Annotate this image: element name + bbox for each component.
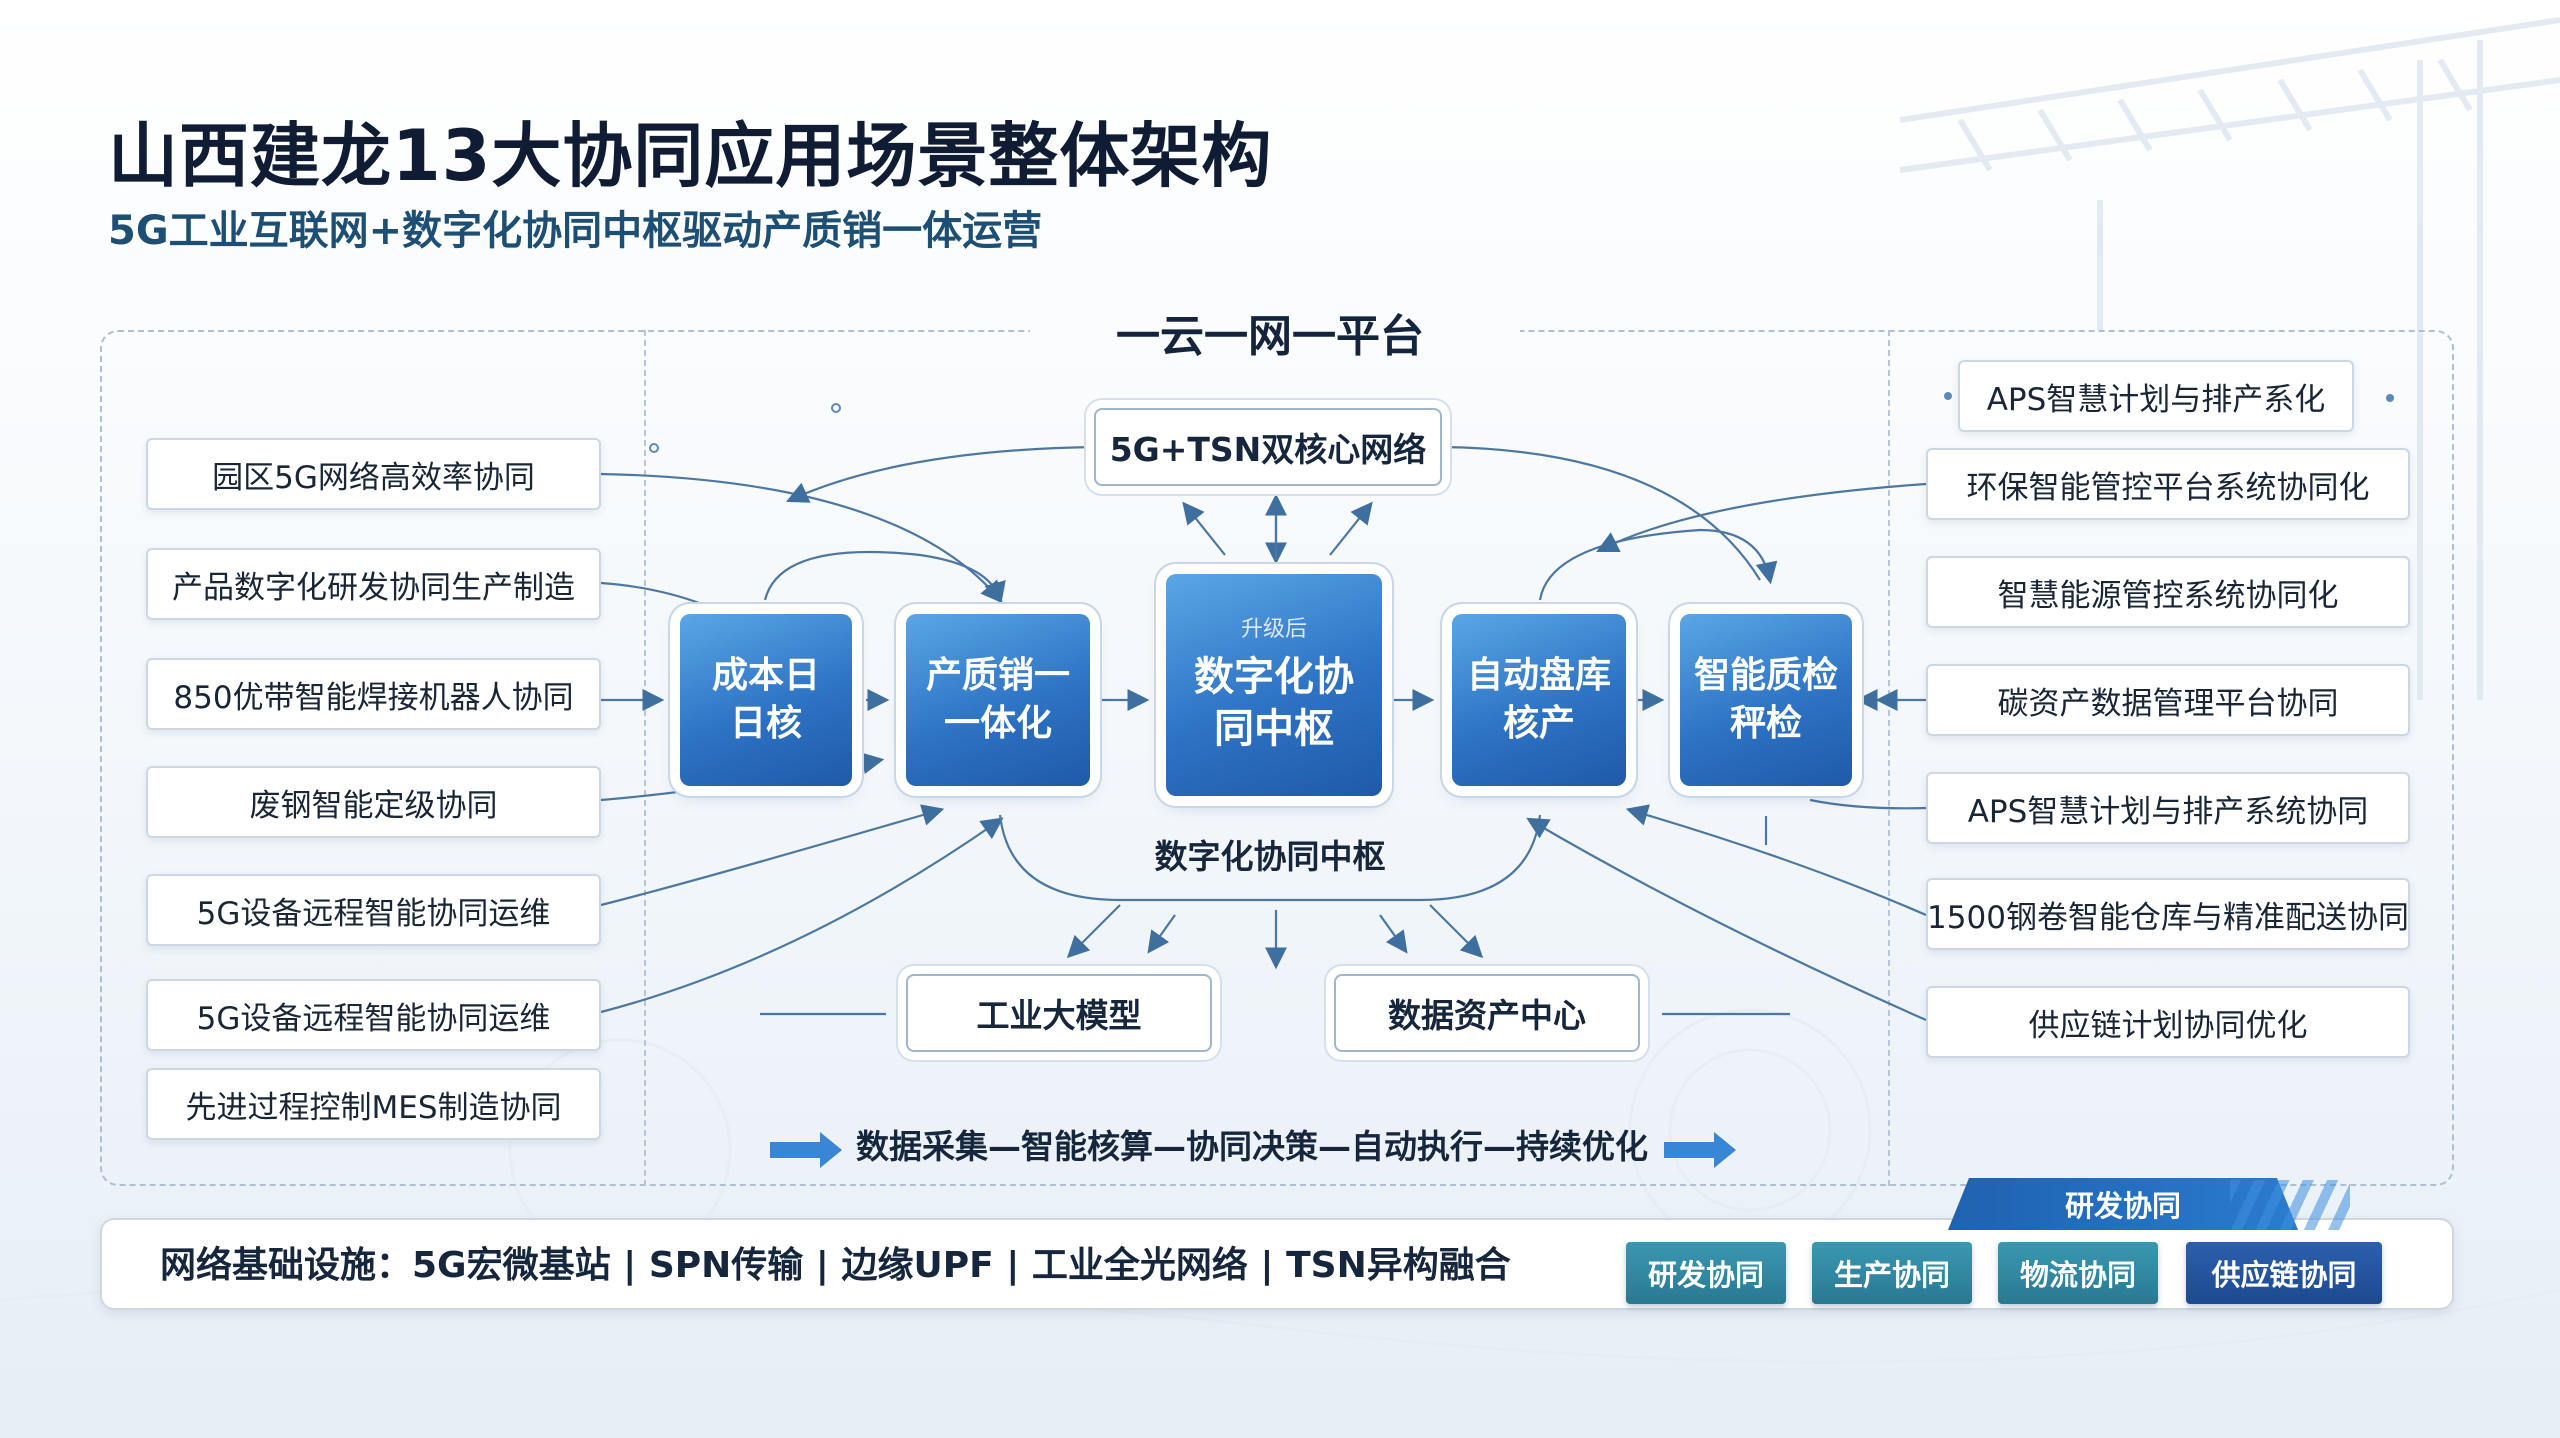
collab-button-production[interactable]: 生产协同	[1812, 1242, 1972, 1304]
platform-title: 一云一网一平台	[1116, 311, 1424, 362]
right-scenario-7[interactable]: 供应链计划协同优化	[1926, 986, 2410, 1058]
process-flow-text: 数据采集—智能核算—协同决策—自动执行—持续优化	[856, 1127, 1648, 1166]
left-scenario-2[interactable]: 产品数字化研发协同生产制造	[146, 548, 601, 620]
right-scenario-2[interactable]: 环保智能管控平台系统协同化	[1926, 448, 2410, 520]
right-scenario-5[interactable]: APS智慧计划与排产系统协同	[1926, 772, 2410, 844]
collab-button-supply-chain[interactable]: 供应链协同	[2186, 1242, 2382, 1304]
collab-button-rd[interactable]: 研发协同	[1626, 1242, 1786, 1304]
node-auto-inventory[interactable]: 自动盘库 核产	[1452, 614, 1626, 786]
data-asset-center-box[interactable]: 数据资产中心	[1334, 974, 1640, 1052]
node-inventory-line2: 核产	[1502, 703, 1575, 744]
left-scenario-5[interactable]: 5G设备远程智能协同运维	[146, 874, 601, 946]
industrial-model-box[interactable]: 工业大模型	[906, 974, 1212, 1052]
node-digital-hub[interactable]: 升级后 数字化协 同中枢	[1166, 574, 1382, 796]
left-scenario-4[interactable]: 废钢智能定级协同	[146, 766, 601, 838]
page-subtitle: 5G工业互联网+数字化协同中枢驱动产质销一体运营	[108, 208, 1043, 254]
frame-title-gap	[1030, 318, 1520, 344]
right-scenario-3[interactable]: 智慧能源管控系统协同化	[1926, 556, 2410, 628]
node-quality-inspection[interactable]: 智能质检 秤检	[1680, 614, 1852, 786]
node-integration[interactable]: 产质销一 一体化	[906, 614, 1090, 786]
node-quality-line2: 秤检	[1729, 703, 1802, 744]
hub-label: 数字化协同中枢	[1154, 837, 1386, 876]
node-hub-line2: 同中枢	[1214, 706, 1334, 752]
left-scenario-1[interactable]: 园区5G网络高效率协同	[146, 438, 601, 510]
node-integration-line2: 一体化	[943, 703, 1052, 744]
tab-stripes-decoration	[2230, 1180, 2350, 1230]
infrastructure-text: 网络基础设施：5G宏微基站 | SPN传输 | 边缘UPF | 工业全光网络 |…	[160, 1245, 1511, 1286]
left-scenario-group	[100, 330, 646, 1186]
left-scenario-7[interactable]: 先进过程控制MES制造协同	[146, 1068, 601, 1140]
node-cost-line1: 成本日	[711, 655, 820, 696]
collab-button-logistics[interactable]: 物流协同	[1998, 1242, 2158, 1304]
node-cost-line2: 日核	[729, 703, 802, 744]
right-scenario-1[interactable]: APS智慧计划与排产系化	[1958, 360, 2354, 432]
node-hub-upgrade-label: 升级后	[1240, 617, 1307, 642]
network-box[interactable]: 5G+TSN双核心网络	[1094, 408, 1442, 486]
page-title: 山西建龙13大协同应用场景整体架构	[108, 115, 1273, 197]
left-scenario-6[interactable]: 5G设备远程智能协同运维	[146, 979, 601, 1051]
right-scenario-4[interactable]: 碳资产数据管理平台协同	[1926, 664, 2410, 736]
node-hub-line1: 数字化协	[1194, 654, 1354, 700]
node-inventory-line1: 自动盘库	[1466, 655, 1611, 696]
node-cost-check[interactable]: 成本日 日核	[680, 614, 852, 786]
node-quality-line1: 智能质检	[1693, 655, 1838, 696]
right-scenario-group	[1888, 330, 2454, 1186]
node-integration-line1: 产质销一	[925, 655, 1070, 696]
right-scenario-6[interactable]: 1500钢卷智能仓库与精准配送协同	[1926, 878, 2410, 950]
left-scenario-3[interactable]: 850优带智能焊接机器人协同	[146, 658, 601, 730]
